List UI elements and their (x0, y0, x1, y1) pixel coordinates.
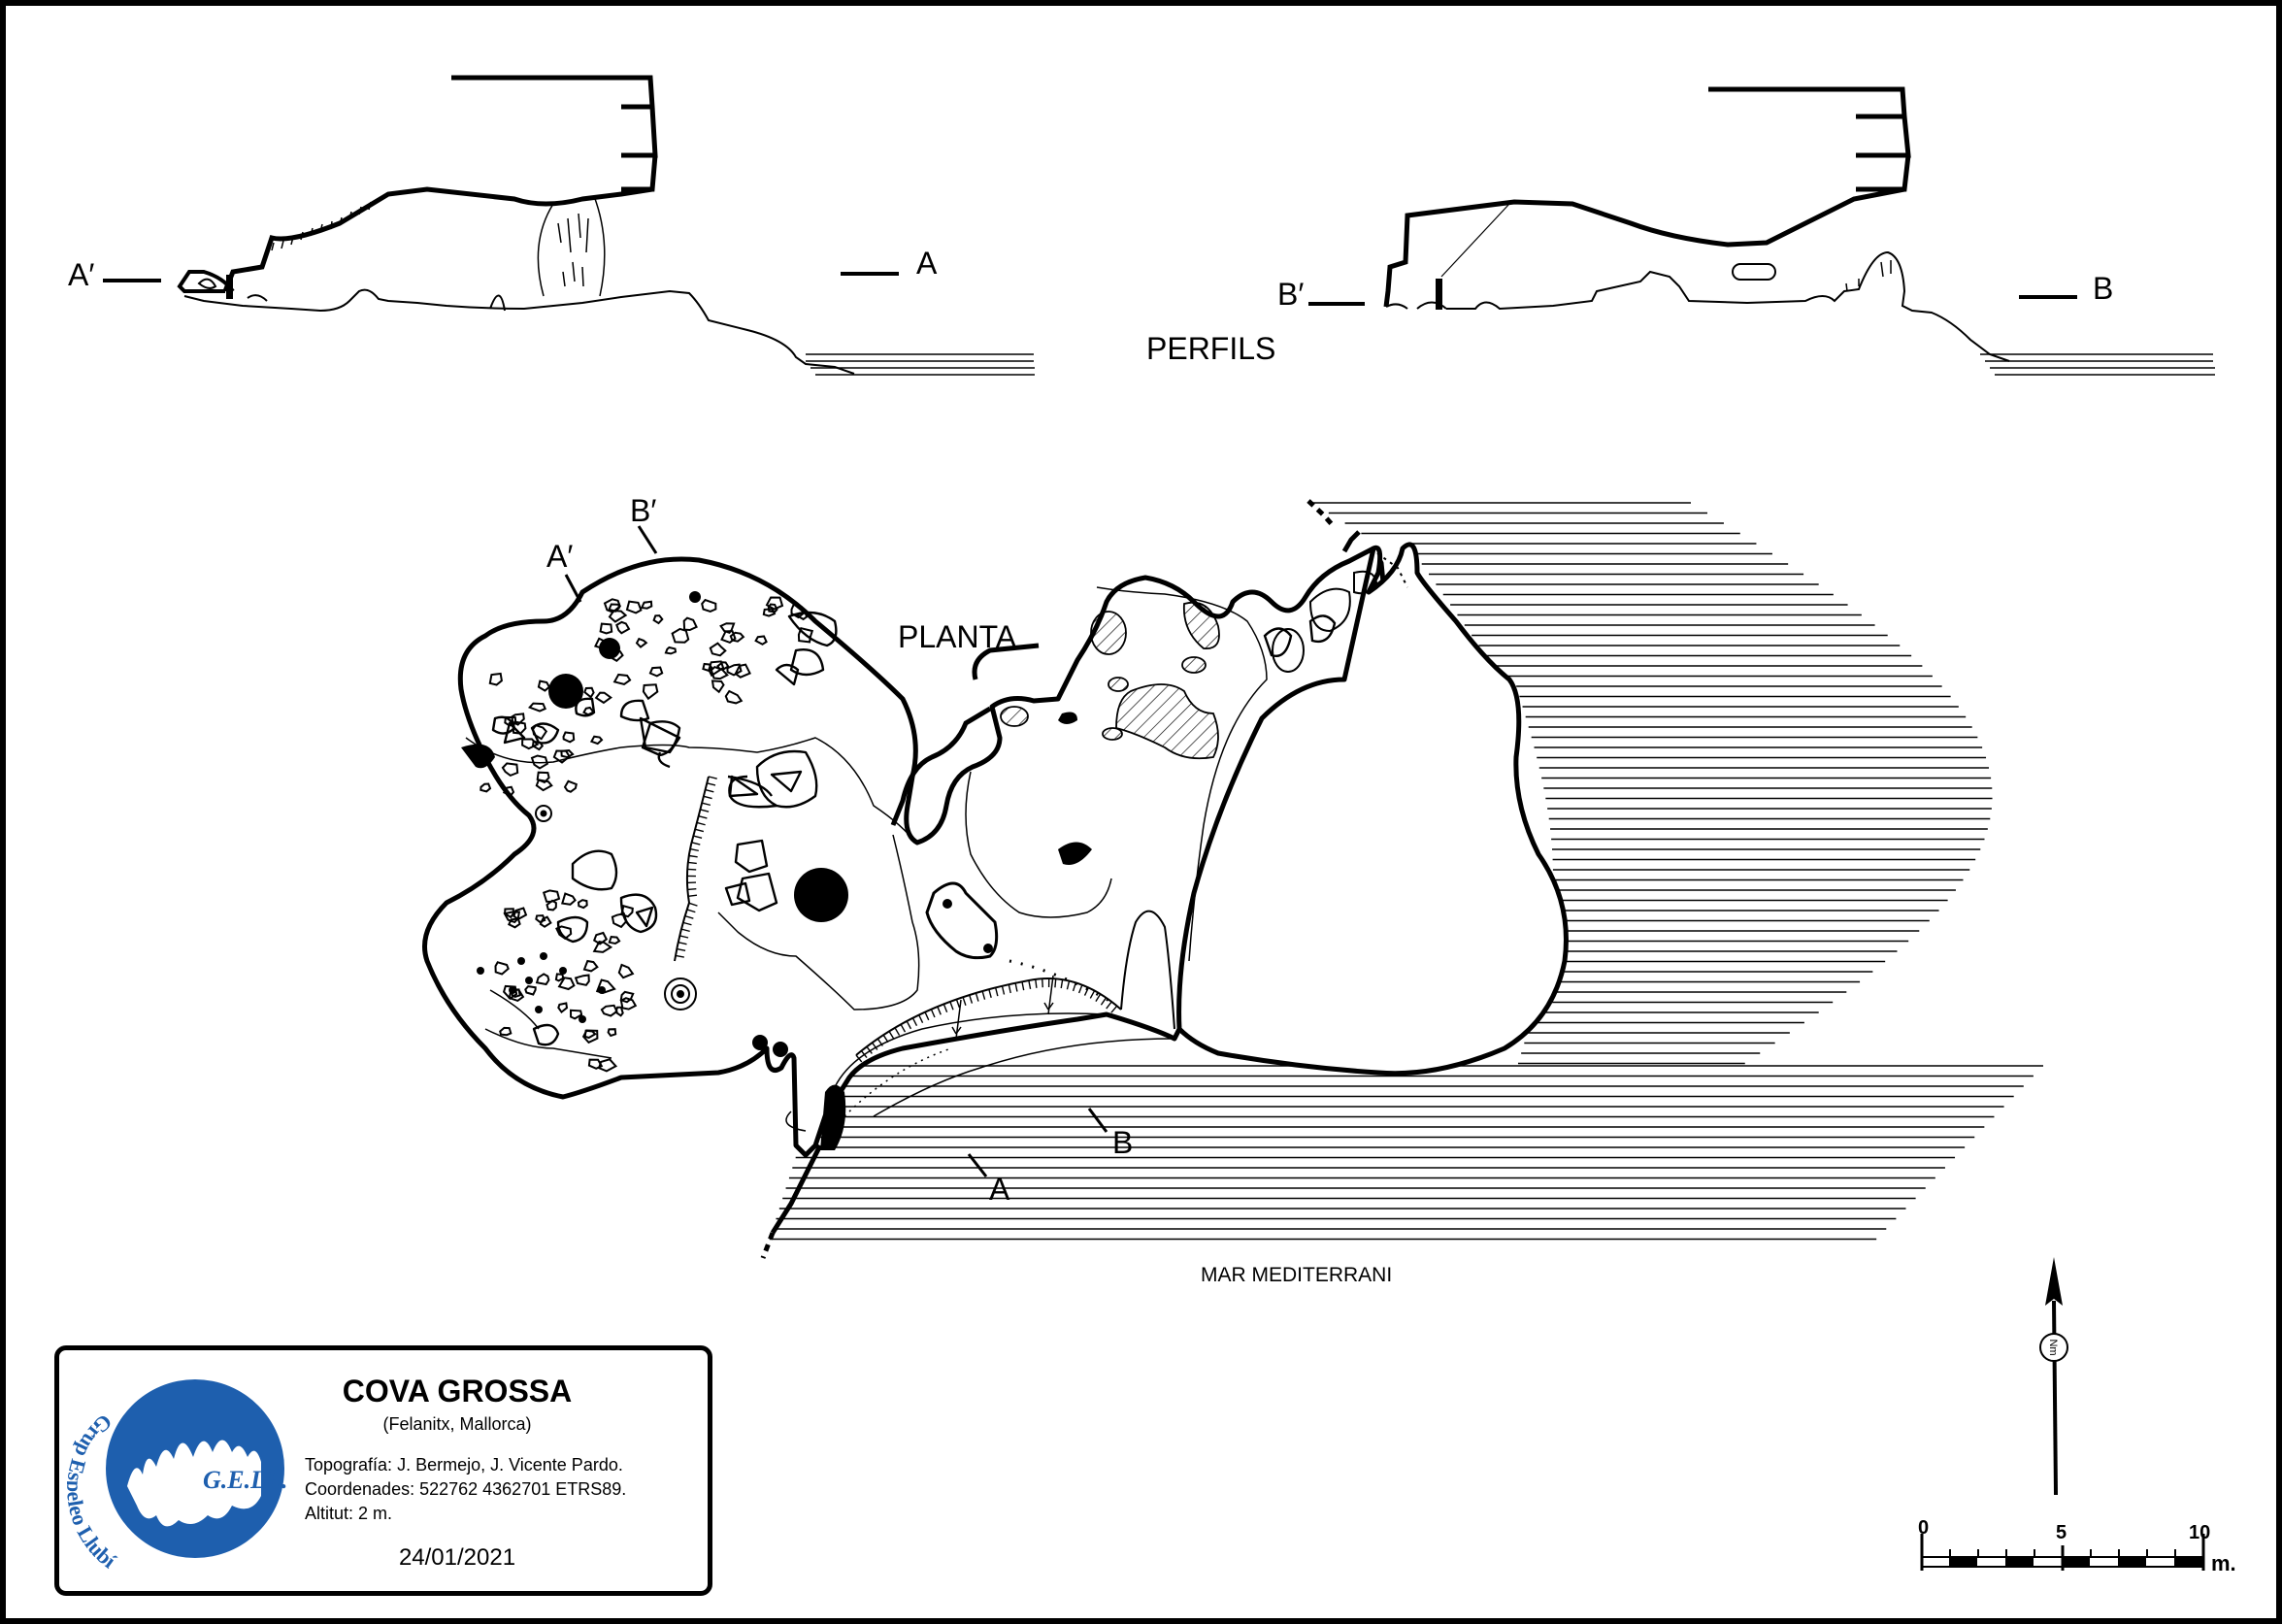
profiles-title: PERFILS (1146, 331, 1275, 366)
plan-marker-b-start: B′ (630, 493, 656, 528)
topography-credit: Topografía: J. Bermejo, J. Vicente Pardo… (305, 1455, 623, 1475)
plan-marker-b-start-tick (637, 525, 658, 554)
cave-plan (422, 499, 1569, 1259)
coordinates: Coordenades: 522762 4362701 ETRS89. (305, 1479, 627, 1499)
plan-marker-a-end: A (989, 1172, 1010, 1207)
plan-marker-a-start-tick (564, 574, 582, 603)
cave-name: COVA GROSSA (342, 1374, 573, 1409)
sea-label: MAR MEDITERRANI (1201, 1264, 1392, 1286)
section-b-end-label: B (2093, 271, 2113, 306)
scale-unit: m. (2211, 1551, 2236, 1575)
altitude: Altitut: 2 m. (305, 1504, 393, 1523)
scale-tick-0: 0 (1918, 1517, 1929, 1539)
section-a-start-label: A′ (68, 257, 94, 292)
plan-marker-a-end-tick (967, 1153, 988, 1177)
scale-bar: 0 5 10 m. (1918, 1517, 2236, 1575)
section-a-end-label: A (916, 246, 938, 281)
scale-tick-5: 5 (2056, 1522, 2067, 1543)
title-cartouche: G.E.LL. Grup Espeleo Llubí COVA GROSSA (… (54, 1345, 712, 1596)
scale-tick-10: 10 (2189, 1522, 2210, 1543)
north-arrow-label: Nm (2047, 1339, 2059, 1355)
profile-b (1308, 86, 2215, 376)
section-b-start-label: B′ (1277, 277, 1304, 312)
club-logo: G.E.LL. Grup Espeleo Llubí (67, 1379, 287, 1574)
cave-location: (Felanitx, Mallorca) (382, 1414, 532, 1434)
survey-date: 24/01/2021 (398, 1544, 516, 1571)
plan-marker-b-end-tick (1087, 1108, 1108, 1133)
north-arrow: Nm (2039, 1257, 2068, 1496)
plan-title: PLANTA (898, 619, 1017, 654)
plan-marker-a-start: A′ (546, 539, 573, 574)
sea-hatching (769, 502, 2043, 1241)
club-logo-text: G.E.LL. (203, 1466, 287, 1494)
plan-marker-b-end: B (1112, 1125, 1133, 1160)
profile-a (103, 75, 1035, 376)
